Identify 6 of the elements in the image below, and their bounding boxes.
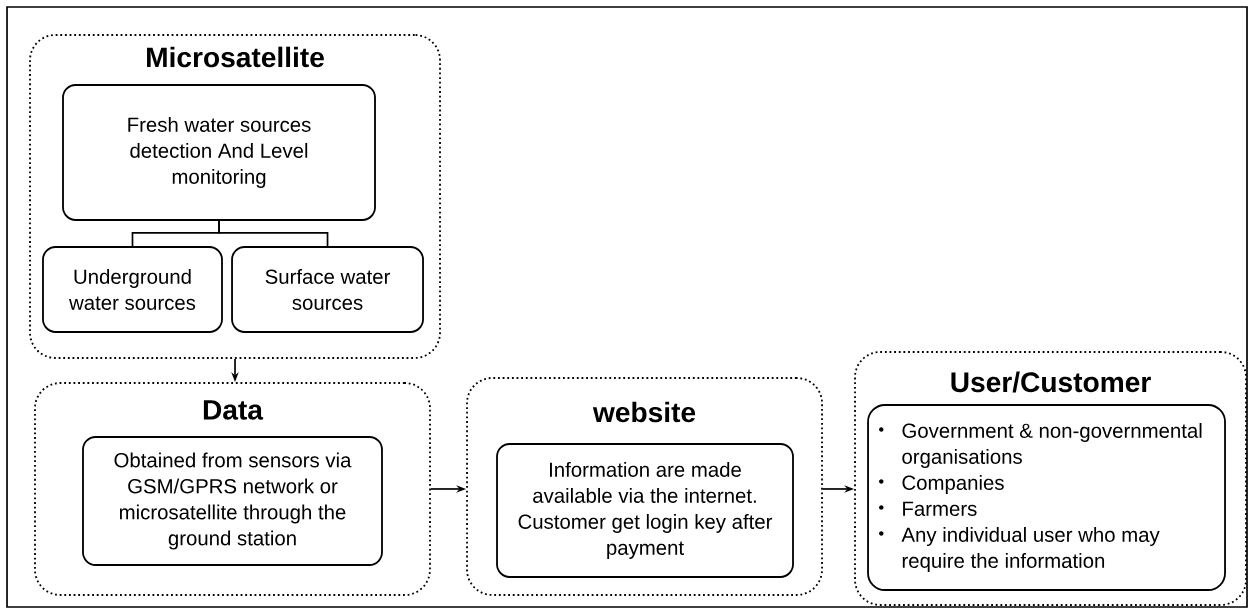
list-box: Government & non-governmental organisations Companies Farmers Any individual user who may require the information <box>867 404 1226 591</box>
process-box: Obtained from sensors via GSM/GPRS network or microsatellite through the ground station <box>82 436 383 566</box>
process-box: Fresh water sources detection And Level monitoring <box>62 84 376 221</box>
process-box: Surface water sources <box>231 246 424 333</box>
process-box: Information are made available via the internet. Customer get login key after payment <box>496 443 794 578</box>
process-box: Underground water sources <box>42 246 223 333</box>
